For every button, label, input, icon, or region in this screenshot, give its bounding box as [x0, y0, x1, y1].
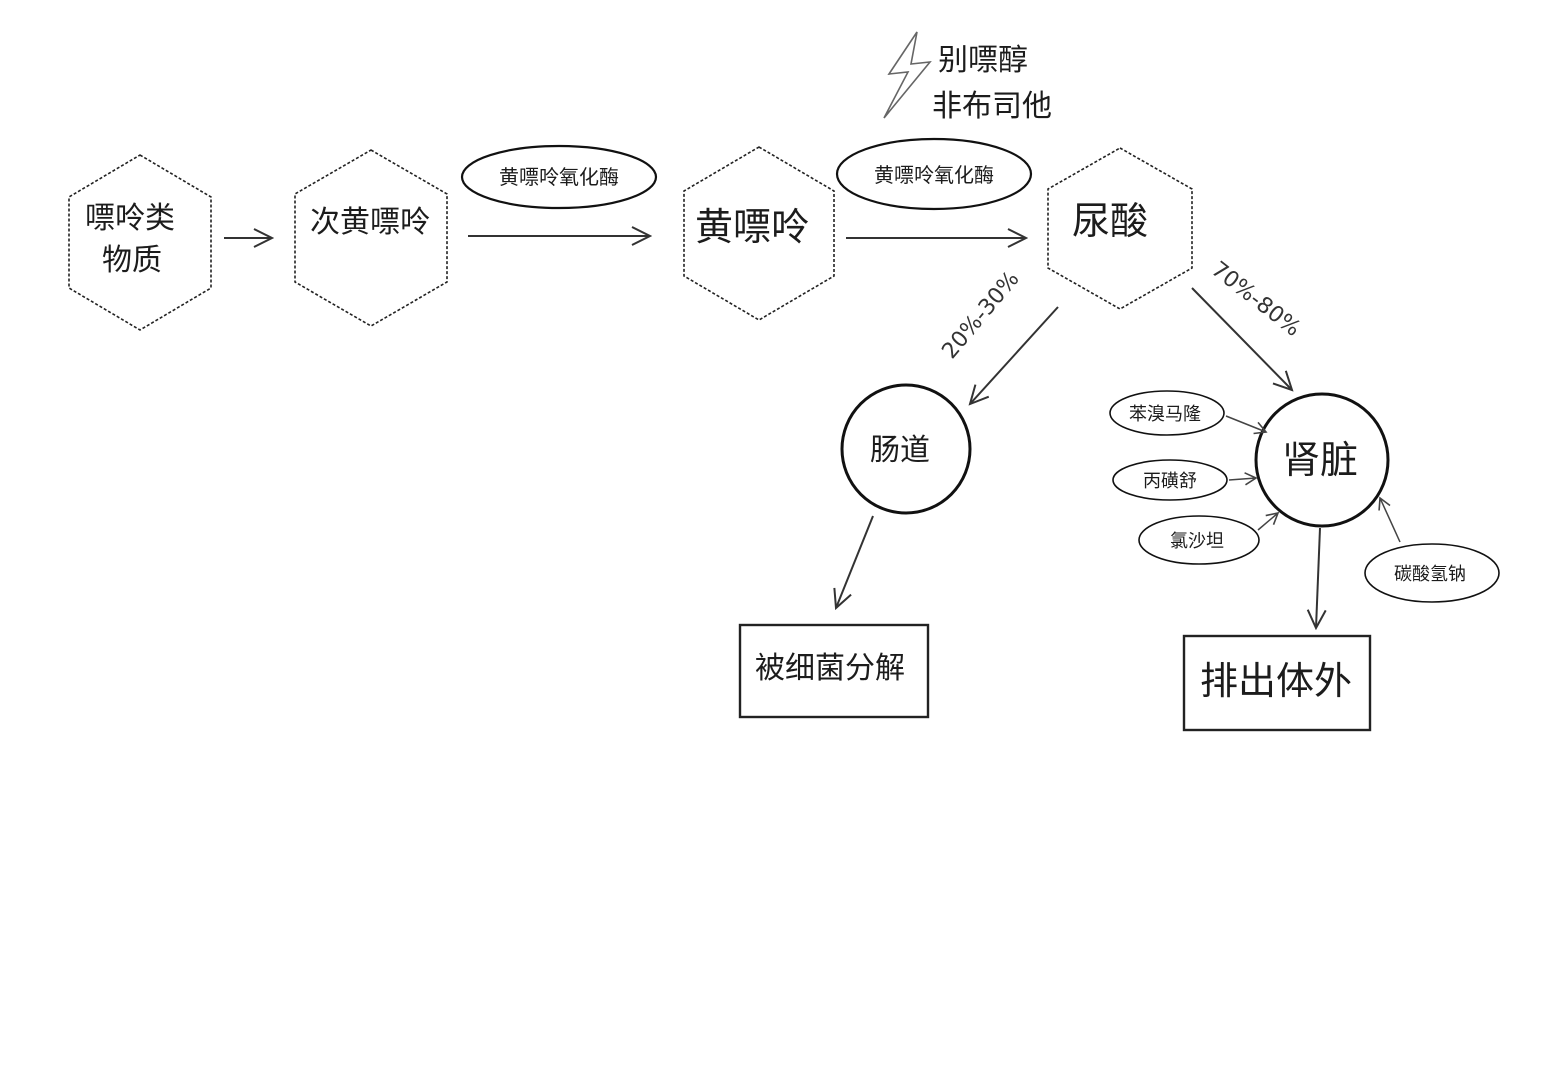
- kidney-percentage: 70%-80%: [1206, 257, 1305, 342]
- node-excreted: 排出体外: [1182, 634, 1372, 732]
- excreted-label: 排出体外: [1200, 659, 1352, 703]
- drug-losartan: 氯沙坦: [1138, 515, 1260, 565]
- node-intestine: 肠道: [840, 383, 972, 515]
- hypoxanthine-label: 次黄嘌呤: [310, 205, 430, 240]
- node-purine-substances: 嘌呤类 物质: [68, 154, 212, 331]
- node-bacterial-decomposition: 被细菌分解: [738, 623, 930, 719]
- drug-probenecid: 丙磺舒: [1112, 459, 1228, 501]
- node-kidney: 肾脏: [1254, 392, 1390, 528]
- lightning-icon: [883, 31, 932, 119]
- losartan-label: 氯沙坦: [1170, 531, 1224, 552]
- sodium-bicarbonate-label: 碳酸氢钠: [1394, 564, 1466, 585]
- arrow-probenecid-to-kidney: [1228, 472, 1258, 486]
- arrow-losartan-to-kidney: [1257, 511, 1280, 531]
- purine-substances-line2: 物质: [102, 243, 162, 278]
- inhibitor-febuxostat: 非布司他: [932, 89, 1052, 124]
- arrow-sodium-bicarbonate-to-kidney: [1378, 496, 1401, 543]
- inhibitor-allopurinol: 别嘌醇: [938, 43, 1028, 78]
- node-uric-acid: 尿酸: [1047, 147, 1193, 310]
- enzyme-1-label: 黄嘌呤氧化酶: [499, 165, 619, 189]
- node-xanthine: 黄嘌呤: [683, 146, 835, 321]
- enzyme-ellipse-1: 黄嘌呤氧化酶: [460, 144, 658, 210]
- node-hypoxanthine: 次黄嘌呤: [294, 149, 448, 327]
- bacterial-decomposition-label: 被细菌分解: [755, 651, 905, 686]
- inhibitor-group: 别嘌醇 非布司他: [883, 31, 1052, 124]
- arrow-kidney-to-excreted: [1316, 527, 1320, 628]
- drug-benzbromarone: 苯溴马隆: [1109, 390, 1225, 436]
- enzyme-ellipse-2: 黄嘌呤氧化酶: [835, 137, 1033, 211]
- intestine-percentage: 20%-30%: [937, 267, 1024, 364]
- enzyme-2-label: 黄嘌呤氧化酶: [874, 163, 994, 187]
- uric-acid-label: 尿酸: [1072, 199, 1148, 243]
- xanthine-label: 黄嘌呤: [695, 205, 809, 249]
- arrow-uric-acid-to-kidney: [1191, 287, 1292, 390]
- probenecid-label: 丙磺舒: [1143, 471, 1197, 492]
- drug-sodium-bicarbonate: 碳酸氢钠: [1364, 543, 1500, 603]
- arrow-intestine-to-bacteria: [836, 515, 874, 608]
- intestine-label: 肠道: [870, 433, 930, 468]
- benzbromarone-label: 苯溴马隆: [1129, 404, 1201, 425]
- arrow-benzbromarone-to-kidney: [1225, 415, 1268, 435]
- arrow-uric-acid-to-intestine: [970, 306, 1059, 404]
- purine-substances-line1: 嘌呤类: [85, 201, 175, 236]
- kidney-label: 肾脏: [1282, 438, 1358, 482]
